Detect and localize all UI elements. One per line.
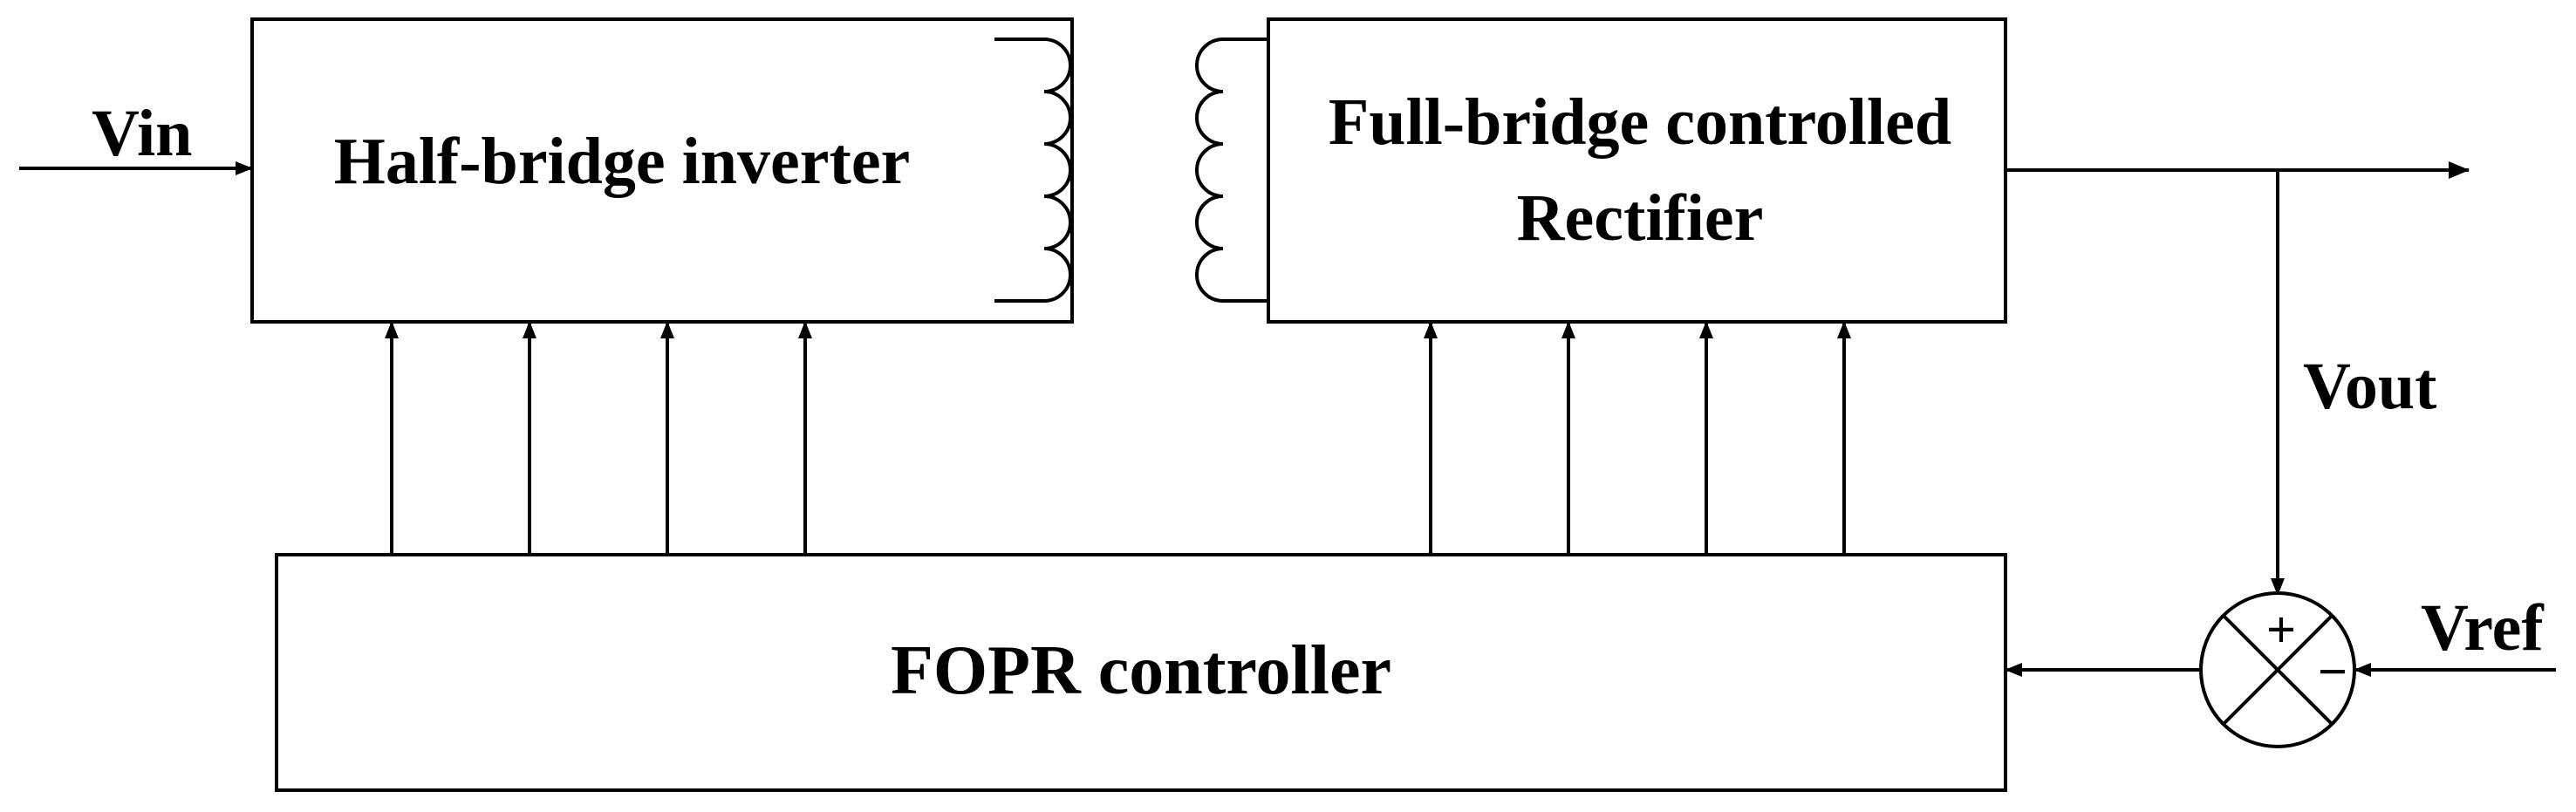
rectifier-label-line1: Full-bridge controlled — [1329, 85, 1951, 159]
controller-block — [275, 553, 2007, 792]
vin-label: Vin — [92, 97, 192, 170]
summing-junction: + − — [2199, 591, 2356, 748]
plus-sign: + — [2266, 601, 2296, 658]
rectifier-label-line2: Rectifier — [1517, 181, 1764, 255]
minus-sign: − — [2318, 643, 2347, 700]
inverter-label: Half-bridge inverter — [334, 125, 911, 198]
vref-label: Vref — [2421, 591, 2545, 665]
inverter-block — [250, 17, 1074, 324]
primary-winding-coil — [994, 38, 1072, 303]
rectifier-block — [1267, 17, 2007, 324]
inverter-gate-signals — [385, 321, 812, 555]
rectifier-gate-signals — [1424, 321, 1851, 555]
vout-label: Vout — [2303, 350, 2436, 423]
secondary-winding-coil — [1195, 38, 1268, 303]
controller-label: FOPR controller — [891, 632, 1391, 709]
